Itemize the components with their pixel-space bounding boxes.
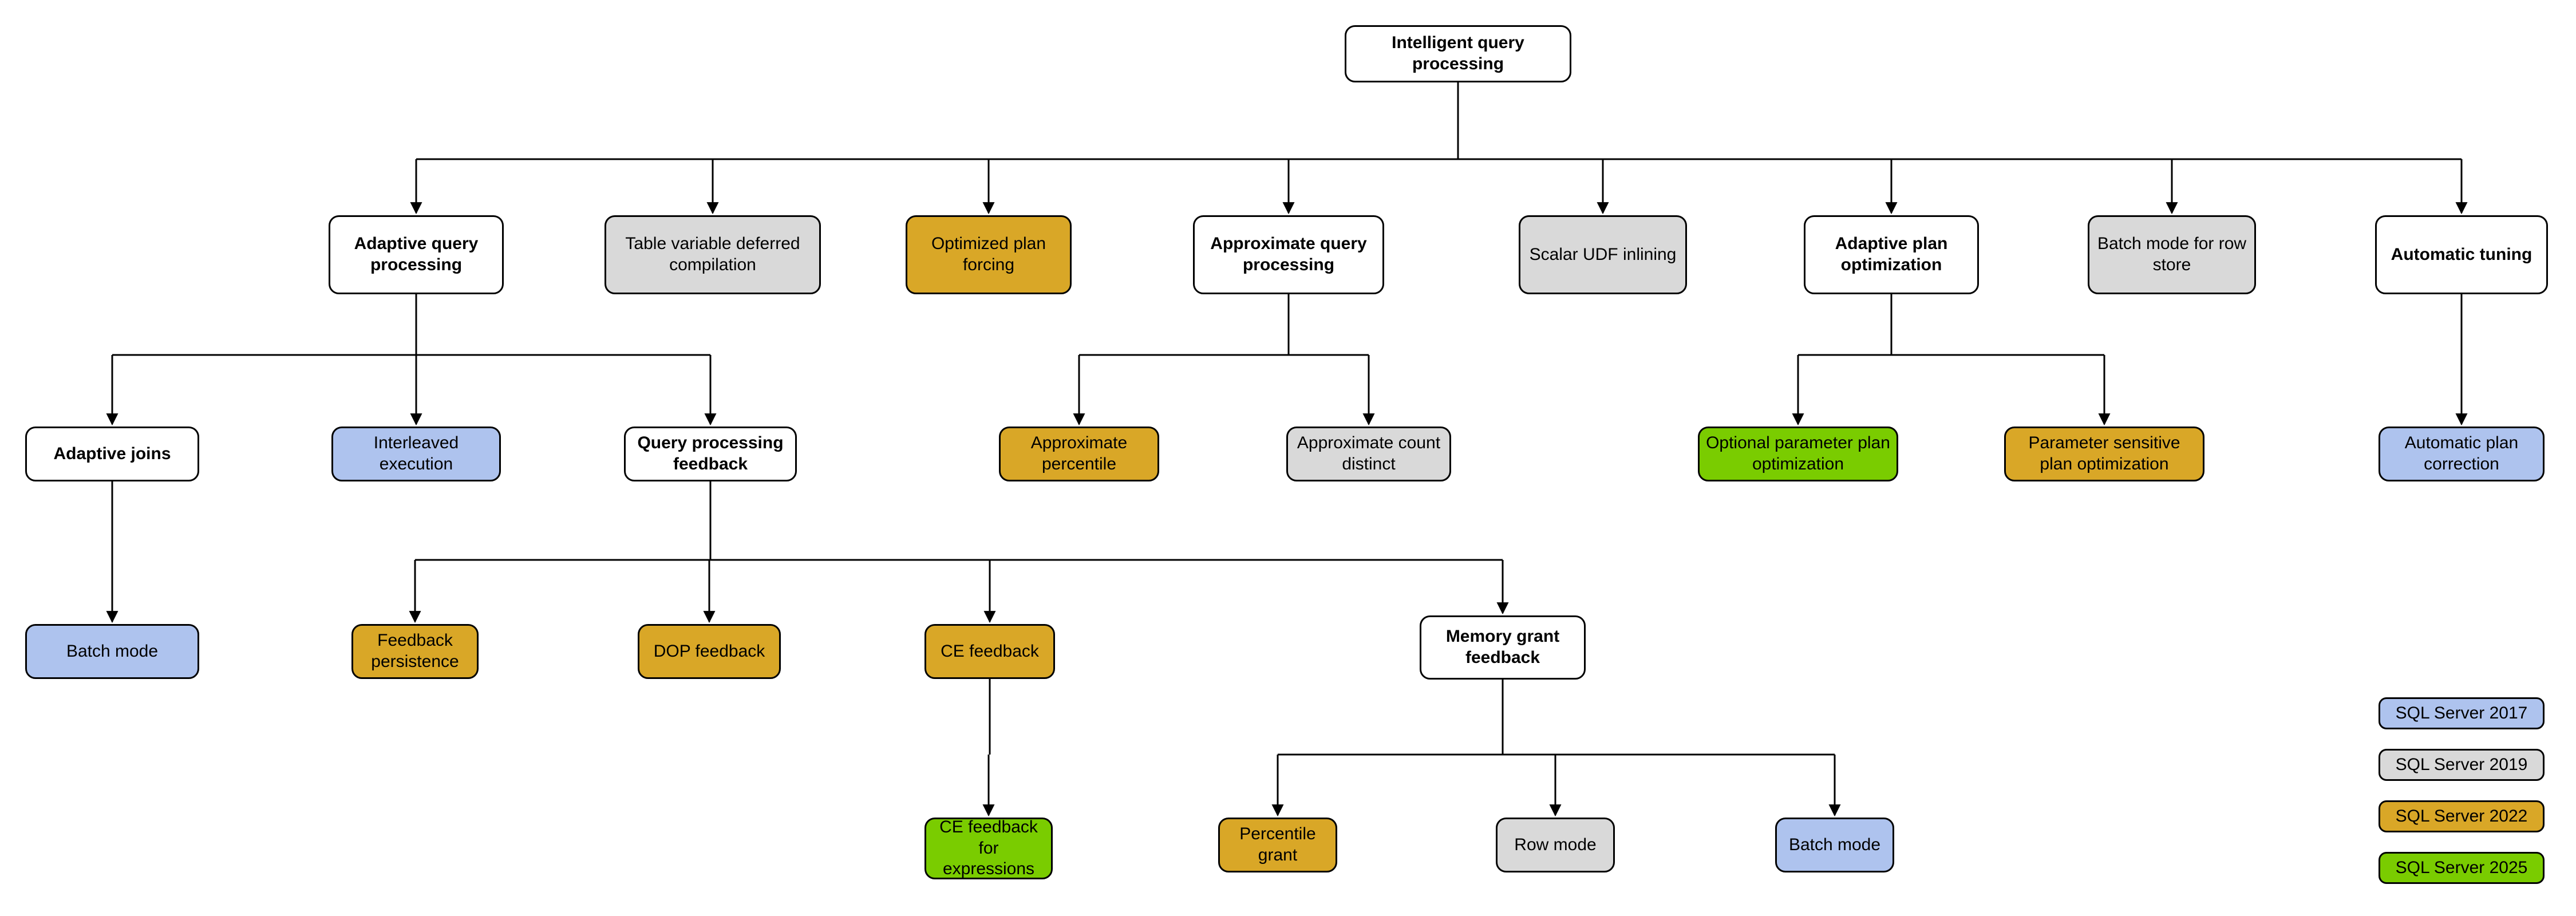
node-label: Percentile grant <box>1239 824 1316 864</box>
node-udf[interactable]: Scalar UDF inlining <box>1519 215 1687 294</box>
node-approx[interactable]: Approximate query processing <box>1193 215 1384 294</box>
legend-label: SQL Server 2019 <box>2395 755 2528 774</box>
node-label: Automatic plan correction <box>2404 433 2519 473</box>
legend-2025: SQL Server 2025 <box>2379 852 2545 884</box>
node-label: Parameter sensitive plan optimization <box>2028 433 2180 473</box>
legend-2017: SQL Server 2017 <box>2379 697 2545 729</box>
node-mgf[interactable]: Memory grant feedback <box>1420 615 1586 680</box>
legend-2019: SQL Server 2019 <box>2379 749 2545 781</box>
node-bmode1[interactable]: Batch mode <box>25 624 199 679</box>
node-label: Approximate count distinct <box>1297 433 1441 473</box>
node-pgrant[interactable]: Percentile grant <box>1218 818 1337 872</box>
node-label: Interleaved execution <box>373 433 459 473</box>
node-pspo[interactable]: Parameter sensitive plan optimization <box>2004 427 2204 481</box>
node-ajoins[interactable]: Adaptive joins <box>25 427 199 481</box>
node-label: Optimized plan forcing <box>931 234 1046 274</box>
node-label: Query processing feedback <box>637 433 784 473</box>
node-label: Approximate percentile <box>1030 433 1128 473</box>
node-appct[interactable]: Approximate percentile <box>999 427 1159 481</box>
node-apc[interactable]: Automatic plan correction <box>2379 427 2545 481</box>
node-label: Adaptive joins <box>53 444 171 463</box>
node-label: Automatic tuning <box>2391 244 2532 264</box>
node-label: Table variable deferred compilation <box>625 234 800 274</box>
node-dopfb[interactable]: DOP feedback <box>638 624 781 679</box>
node-interl[interactable]: Interleaved execution <box>331 427 501 481</box>
node-label: Batch mode for row store <box>2097 234 2247 274</box>
node-autot[interactable]: Automatic tuning <box>2375 215 2548 294</box>
node-label: Scalar UDF inlining <box>1529 244 1677 264</box>
node-label: Approximate query processing <box>1210 234 1367 274</box>
node-label: Adaptive query processing <box>354 234 479 274</box>
legend-label: SQL Server 2025 <box>2395 858 2528 877</box>
node-tvdc[interactable]: Table variable deferred compilation <box>605 215 821 294</box>
legend-label: SQL Server 2022 <box>2395 807 2528 826</box>
node-label: Feedback persistence <box>371 631 459 671</box>
node-label: Memory grant feedback <box>1445 627 1560 667</box>
node-aqp[interactable]: Adaptive query processing <box>329 215 504 294</box>
node-rmode[interactable]: Row mode <box>1496 818 1615 872</box>
node-appcd[interactable]: Approximate count distinct <box>1286 427 1451 481</box>
node-qpf[interactable]: Query processing feedback <box>624 427 797 481</box>
node-opf[interactable]: Optimized plan forcing <box>906 215 1072 294</box>
node-label: CE feedback for expressions <box>939 818 1038 879</box>
node-label: Row mode <box>1514 835 1597 854</box>
node-label: Intelligent query processing <box>1392 33 1524 73</box>
legend-2022: SQL Server 2022 <box>2379 800 2545 832</box>
node-root[interactable]: Intelligent query processing <box>1345 25 1571 82</box>
node-label: Batch mode <box>1788 835 1881 854</box>
node-bmrs[interactable]: Batch mode for row store <box>2088 215 2256 294</box>
node-bmode2[interactable]: Batch mode <box>1775 818 1894 872</box>
node-label: DOP feedback <box>653 641 765 661</box>
node-apo[interactable]: Adaptive plan optimization <box>1804 215 1979 294</box>
node-label: CE feedback <box>941 641 1039 661</box>
legend-label: SQL Server 2017 <box>2395 704 2528 722</box>
node-oppo[interactable]: Optional parameter plan optimization <box>1698 427 1898 481</box>
node-cefb[interactable]: CE feedback <box>924 624 1055 679</box>
node-label: Optional parameter plan optimization <box>1706 433 1890 473</box>
node-label: Batch mode <box>66 641 159 661</box>
node-fbpers[interactable]: Feedback persistence <box>351 624 479 679</box>
node-label: Adaptive plan optimization <box>1835 234 1948 274</box>
node-cefbe[interactable]: CE feedback for expressions <box>924 818 1053 879</box>
